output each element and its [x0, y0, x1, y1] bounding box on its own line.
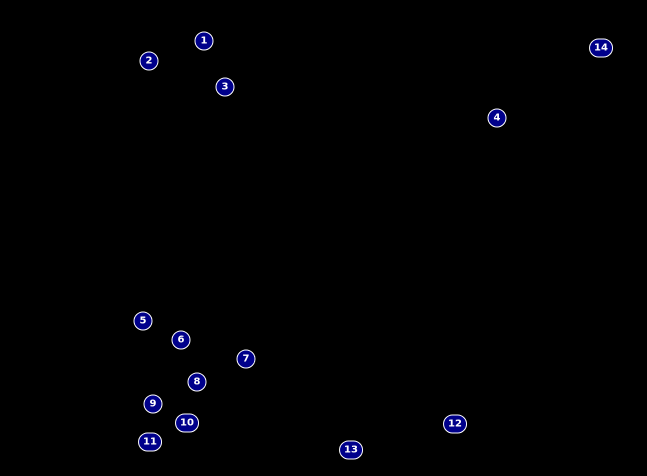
som-marker-3[interactable]: 3 — [215, 77, 235, 97]
som-marker-8[interactable]: 8 — [187, 372, 207, 392]
som-marker-1[interactable]: 1 — [194, 31, 214, 51]
som-marker-6[interactable]: 6 — [171, 330, 191, 350]
som-marker-5[interactable]: 5 — [133, 311, 153, 331]
som-marker-14[interactable]: 14 — [589, 38, 613, 58]
som-marker-10[interactable]: 10 — [175, 413, 199, 433]
som-marker-13[interactable]: 13 — [339, 440, 363, 460]
som-marker-9[interactable]: 9 — [143, 394, 163, 414]
som-marker-4[interactable]: 4 — [487, 108, 507, 128]
som-marker-7[interactable]: 7 — [236, 349, 256, 369]
som-marker-12[interactable]: 12 — [443, 414, 467, 434]
som-marker-2[interactable]: 2 — [139, 51, 159, 71]
som-marker-11[interactable]: 11 — [138, 432, 162, 452]
